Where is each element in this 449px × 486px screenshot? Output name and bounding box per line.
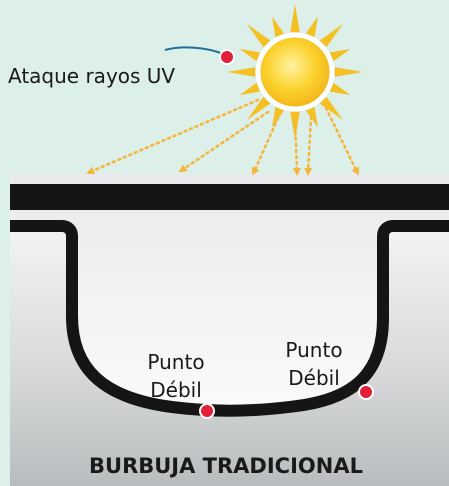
caption: BURBUJA TRADICIONAL [89, 454, 363, 478]
uv-attack-dot [219, 49, 235, 65]
weak-point-2-line1: Punto [285, 338, 342, 362]
bubble-pocket [10, 221, 449, 486]
dotted-arrow-icon [251, 116, 280, 176]
weak-point-1-line2: Débil [150, 378, 202, 402]
sun-ray [290, 4, 300, 33]
dotted-arrow-icon [86, 98, 260, 175]
weak-point-1-line1: Punto [147, 350, 204, 374]
uv-rays [86, 98, 359, 176]
sun-ray [239, 49, 261, 62]
dotted-arrow-icon [292, 118, 301, 176]
weak-point-1-dot [199, 403, 215, 419]
dotted-arrow-icon [304, 115, 313, 176]
sun-ray [227, 67, 256, 77]
sun-ray [334, 67, 363, 77]
sun-icon [255, 32, 335, 112]
sun-ray [239, 82, 261, 95]
sun-ray [246, 96, 271, 121]
sun-ray [319, 96, 344, 121]
bubble-outline [10, 220, 449, 417]
sun-ray [246, 23, 271, 48]
sun-rays [227, 4, 363, 140]
dotted-arrow-icon [178, 110, 270, 173]
sun-ray [272, 16, 285, 38]
sun-ray [305, 16, 318, 38]
weak-point-2-dot [358, 384, 374, 400]
dotted-arrow-icon [324, 106, 359, 176]
top-film [10, 184, 449, 210]
uv-attack-label: Ataque rayos UV [8, 64, 175, 88]
sun-ray [329, 82, 351, 95]
weak-point-2-line2: Débil [288, 366, 340, 390]
sun-ray [319, 23, 344, 48]
sun-ray [329, 49, 351, 62]
